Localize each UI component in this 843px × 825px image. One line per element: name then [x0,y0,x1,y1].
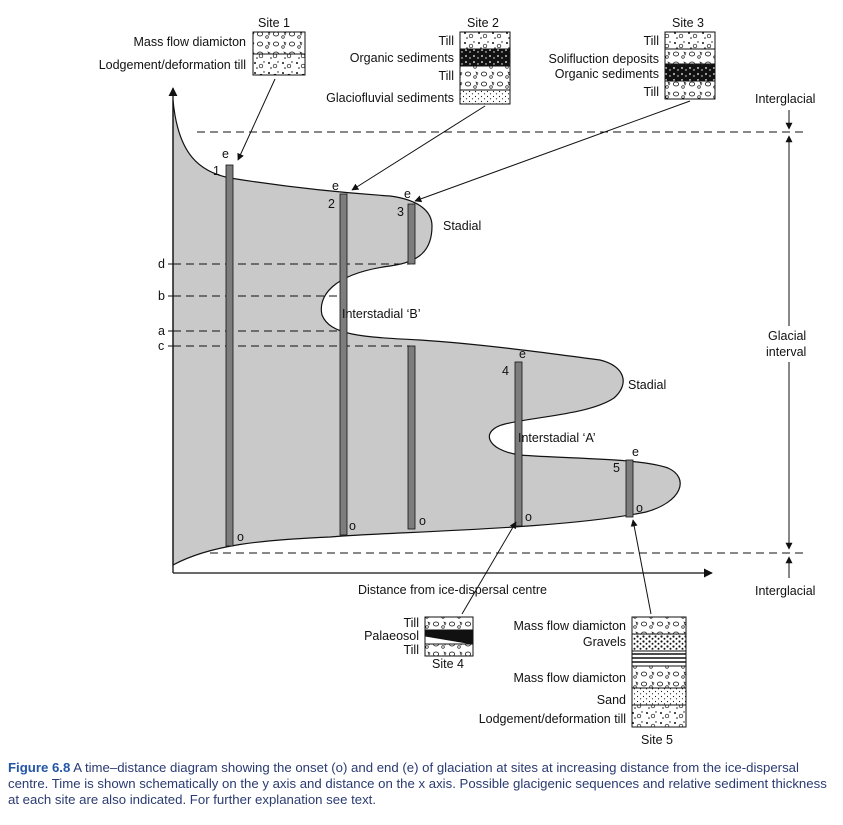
site-2-layer-4: Glaciofluvial sediments [326,91,454,105]
site-bars [225,164,634,547]
stadial-lower-label: Stadial [628,378,666,392]
site-4-bar [514,361,523,527]
site-5-layer-3: Mass flow diamicton [513,671,626,685]
site-3-column [664,31,716,100]
site-5-title: Site 5 [641,733,673,747]
site-4-layer-1: Till [403,616,419,630]
glaciation-area [172,99,681,567]
end-marker-3: e [404,187,411,201]
site-1-layer-1: Mass flow diamicton [133,35,246,49]
site-2-layer-2: Organic sediments [350,51,454,65]
site-number-4: 4 [502,364,509,378]
site-3-bar-lower [407,345,416,530]
onset-marker-5: o [636,501,643,515]
time-level-b: b [158,289,165,303]
site-4-layer-2: Palaeosol [364,629,419,643]
site-5-layer-1: Mass flow diamicton [513,619,626,633]
site-3-bar [407,203,416,265]
figure-caption: Figure 6.8 A time–distance diagram showi… [8,760,836,808]
end-marker-5: e [632,445,639,459]
site-5-bar [625,459,634,518]
site-1-column [252,31,306,76]
site-number-3: 3 [397,205,404,219]
time-level-c: c [158,339,164,353]
glacial-interval-label-line1: Glacial [768,329,806,343]
figure-number: Figure 6.8 [8,760,71,775]
onset-marker-2: o [349,519,356,533]
interstadial-b-label: Interstadial ‘B’ [342,307,421,321]
x-axis-label: Distance from ice-dispersal centre [358,583,547,597]
site-5-layer-2: Gravels [583,635,626,649]
onset-marker-3: o [419,514,426,528]
site-4-layer-3: Till [403,643,419,657]
site-4-column [424,616,474,657]
site-2-bar [339,193,348,536]
end-marker-2: e [332,179,339,193]
site-1-bar [225,164,234,547]
site-2-layer-3: Till [438,69,454,83]
time-level-d: d [158,257,165,271]
site-number-5: 5 [613,461,620,475]
site-3-layer-1: Till [643,34,659,48]
onset-marker-4: o [525,510,532,524]
glacial-interval-label-line2: interval [766,345,806,359]
time-level-lines [173,131,805,554]
site-3-layer-2: Solifluction deposits [549,52,659,66]
site-2-column [459,31,511,105]
end-marker-1: e [222,147,229,161]
site-3-title: Site 3 [672,16,704,30]
site-2-title: Site 2 [467,16,499,30]
site-1-title: Site 1 [258,16,290,30]
site-number-2: 2 [328,197,335,211]
interstadial-a-label: Interstadial ‘A’ [518,431,596,445]
site-1-layer-2: Lodgement/deformation till [99,58,246,72]
site-2-layer-1: Till [438,34,454,48]
site-number-1: 1 [213,164,220,178]
site-4-title: Site 4 [432,657,464,671]
end-marker-4: e [519,347,526,361]
site-5-layer-4: Sand [597,693,626,707]
onset-marker-1: o [237,530,244,544]
interglacial-top-label: Interglacial [755,92,815,106]
stadial-upper-label: Stadial [443,219,481,233]
time-level-a: a [158,324,165,338]
site-3-layer-4: Till [643,85,659,99]
site-3-layer-3: Organic sediments [555,67,659,81]
caption-text: A time–distance diagram showing the onse… [8,760,827,807]
site-5-layer-5: Lodgement/deformation till [479,712,626,726]
site-5-column [631,616,687,728]
interglacial-bottom-label: Interglacial [755,584,815,598]
time-distance-diagram: d b a c 1 2 3 4 5 e e e e e o o o o o St… [99,16,816,747]
